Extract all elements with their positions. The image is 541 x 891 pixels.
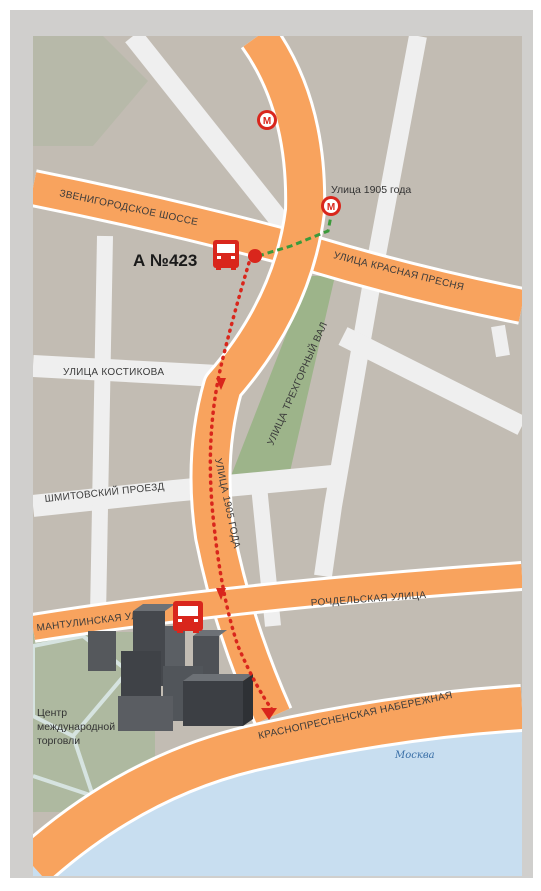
walking-path (257, 215, 333, 258)
river-label: Москва (394, 750, 435, 761)
route-arrow-2 (216, 588, 226, 600)
bus-route-line (208, 254, 275, 713)
metro-symbol-station: M (327, 202, 335, 213)
metro-station-label: Улица 1905 года (331, 184, 411, 196)
street-label-kostikova: УЛИЦА КОСТИКОВА (63, 367, 164, 378)
landmark-line3: торговли (37, 735, 80, 747)
bus-route-label: А №423 (133, 251, 197, 270)
bus-stop-marker[interactable] (248, 249, 262, 263)
park-area (231, 276, 335, 476)
landmark-line2: международной (37, 721, 115, 733)
river-water (33, 726, 522, 876)
bus-icon[interactable] (213, 240, 239, 270)
trade-center-buildings (88, 604, 253, 731)
landmark-line1: Центр (37, 707, 67, 719)
route-arrow-1 (216, 378, 226, 390)
bus-icon-destination[interactable] (173, 601, 203, 633)
park-area-north (33, 36, 148, 146)
metro-icon-north[interactable]: M (257, 110, 277, 130)
metro-icon-station[interactable]: M (321, 196, 341, 216)
route-arrow-end (261, 708, 277, 720)
map[interactable]: ЗВЕНИГОРОДСКОЕ ШОССЕ УЛИЦА КРАСНАЯ ПРЕСН… (33, 36, 522, 876)
metro-symbol-north: M (263, 116, 271, 127)
minor-streets (33, 36, 522, 627)
main-roads (33, 36, 522, 876)
